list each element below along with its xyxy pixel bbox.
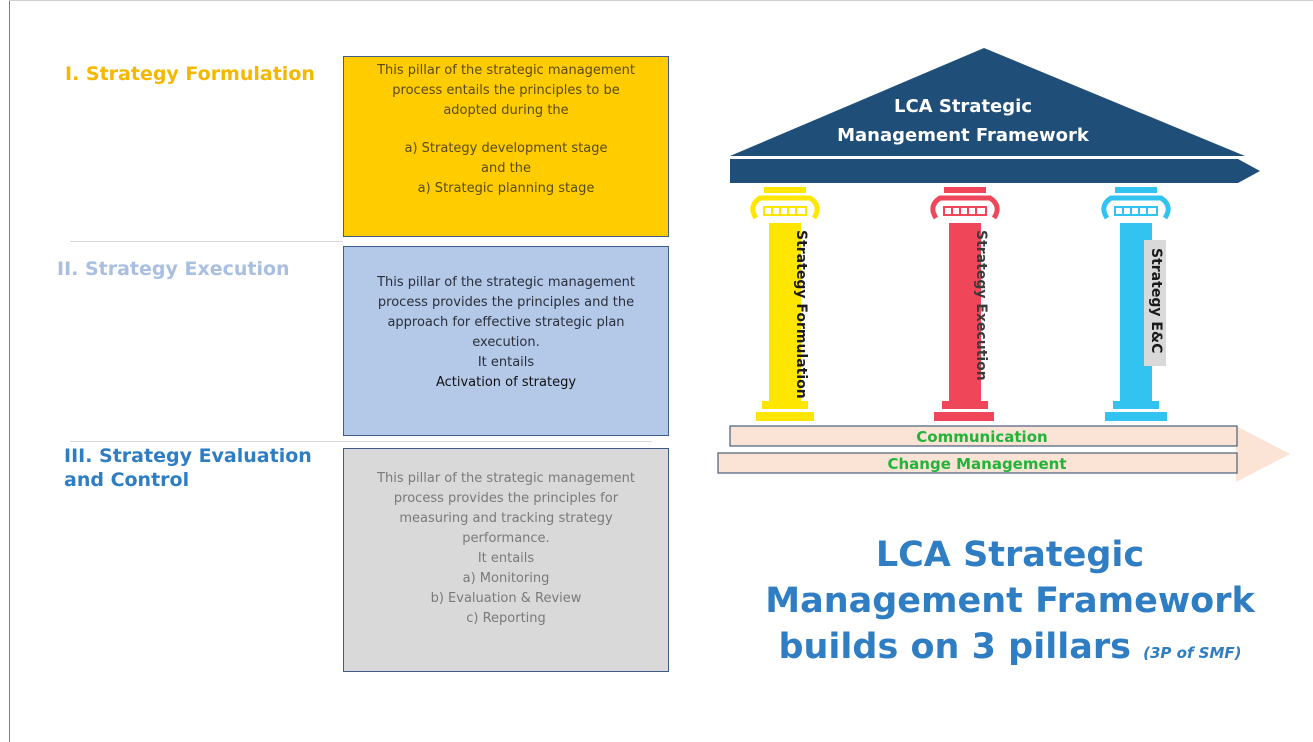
execution-highlight: Activation of strategy	[435, 375, 577, 390]
summary-title: LCA Strategic Management Framework build…	[730, 532, 1290, 676]
formulation-item: a) Strategic planning stage	[417, 181, 595, 196]
formulation-intro-line: This pillar of the strategic management	[377, 63, 635, 78]
evaluation-intro-line: process provides the principles for	[393, 491, 619, 506]
heading-strategy-evaluation: III. Strategy Evaluation and Control	[64, 445, 312, 491]
formulation-intro-line: adopted during the	[443, 103, 569, 118]
evaluation-item: b) Evaluation & Review	[430, 591, 582, 606]
formulation-item: a) Strategy development stage	[404, 141, 608, 156]
heading-strategy-execution: II. Strategy Execution	[57, 258, 290, 280]
evaluation-intro-line: performance.	[462, 531, 550, 546]
divider-2	[70, 441, 652, 442]
evaluation-description-box: This pillar of the strategic management …	[343, 448, 669, 672]
column-label-evaluation: Strategy E&C	[1148, 248, 1164, 353]
evaluation-intro-line: This pillar of the strategic management	[377, 471, 635, 486]
column-label-formulation: Strategy Formulation	[793, 230, 809, 399]
column-evaluation	[1101, 187, 1171, 421]
roof-title-line1: LCA Strategic	[894, 96, 1032, 117]
column-formulation	[750, 187, 820, 421]
execution-intro-line: process provides the principles and the	[377, 295, 635, 310]
execution-entails: It entails	[477, 355, 535, 370]
execution-intro-line: This pillar of the strategic management	[377, 275, 635, 290]
summary-tag: (3P of SMF)	[1143, 644, 1242, 662]
execution-intro-line: execution.	[472, 335, 540, 350]
base-change-label: Change Management	[887, 455, 1066, 473]
evaluation-entails: It entails	[477, 551, 535, 566]
execution-description-box: This pillar of the strategic management …	[343, 246, 669, 436]
divider-1	[70, 241, 343, 242]
formulation-description-box: This pillar of the strategic management …	[343, 56, 669, 237]
roof-title-line2: Management Framework	[837, 125, 1090, 146]
frame-border-left	[9, 0, 10, 742]
base-change-management	[717, 452, 1238, 474]
base-arrow-background	[1236, 426, 1290, 482]
base-communication	[729, 425, 1238, 447]
evaluation-intro-line: measuring and tracking strategy	[399, 511, 613, 526]
temple-diagram: LCA Strategic Management Framework Strat…	[717, 48, 1290, 482]
formulation-intro-line: process entails the principles to be	[392, 83, 620, 98]
execution-intro-line: approach for effective strategic plan	[387, 315, 625, 330]
base-communication-label: Communication	[916, 428, 1047, 446]
evaluation-item: c) Reporting	[466, 611, 546, 626]
formulation-item: and the	[481, 161, 531, 176]
column-label-execution: Strategy Execution	[973, 230, 989, 381]
column-execution	[930, 187, 1000, 421]
temple-roof	[730, 48, 1245, 156]
evaluation-item: a) Monitoring	[462, 571, 550, 586]
summary-line2: Management Framework	[765, 581, 1255, 621]
summary-line1: LCA Strategic	[875, 535, 1145, 575]
summary-line3: builds on 3 pillars	[778, 627, 1144, 667]
spacer	[344, 121, 668, 139]
heading-strategy-formulation: I. Strategy Formulation	[65, 63, 315, 85]
architrave-arrow	[730, 159, 1260, 183]
summary-line3-wrap: builds on 3 pillars (3P of SMF)	[730, 624, 1290, 676]
frame-border-top	[9, 0, 1313, 1]
